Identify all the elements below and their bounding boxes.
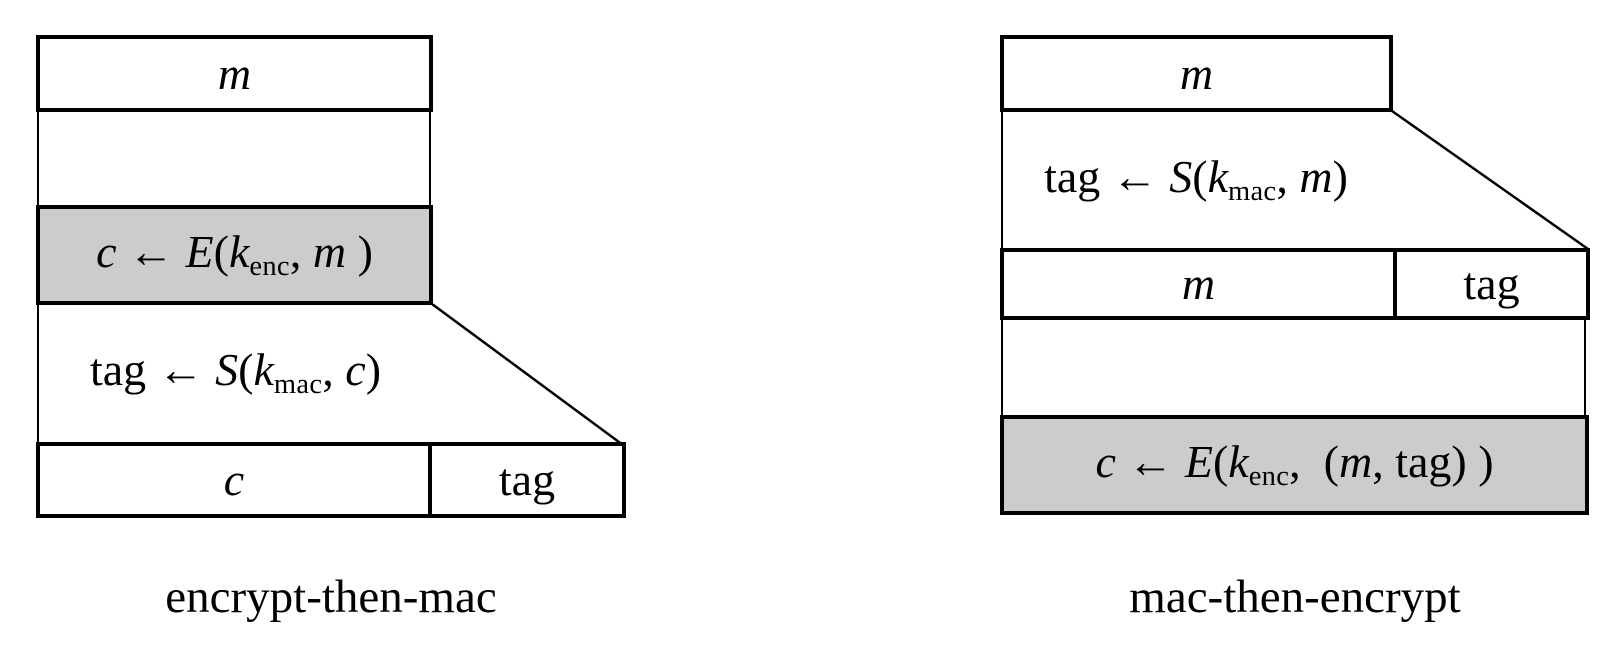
right-spacer-right-line <box>1584 318 1586 417</box>
right-row-tag-cell: tag <box>1397 252 1586 316</box>
right-row-message-label: m <box>1181 258 1216 309</box>
left-message-label: m <box>217 47 252 99</box>
right-mac-formula: tag ← S(kmac, m) <box>1044 150 1348 207</box>
left-output-row: c tag <box>36 442 626 518</box>
left-output-tag-label: tag <box>498 454 556 505</box>
left-message-box: m <box>36 35 433 112</box>
right-message-box: m <box>1000 35 1393 112</box>
left-mac-step-region: tag ← S(kmac, c) <box>38 305 433 442</box>
right-row-tag-label: tag <box>1463 258 1520 309</box>
left-spacer-left-line <box>37 110 39 207</box>
left-output-ciphertext-cell: c <box>40 446 432 514</box>
left-spacer-right-line <box>429 110 431 207</box>
left-diagram-caption: encrypt-then-mac <box>165 571 497 623</box>
right-row-message-cell: m <box>1004 252 1397 316</box>
right-mac-step-region: tag ← S(kmac, m) <box>1002 112 1390 248</box>
left-output-ciphertext-label: c <box>223 454 245 505</box>
left-encrypt-step-box: c ← E(kenc, m ) <box>36 205 433 305</box>
right-diagonal-line <box>1391 109 1589 251</box>
left-mac-formula: tag ← S(kmac, c) <box>89 344 382 401</box>
right-diagram-caption: mac-then-encrypt <box>1129 571 1461 623</box>
left-diagonal-line <box>431 302 624 447</box>
right-message-tag-row: m tag <box>1000 248 1590 320</box>
left-mac-region-left-line <box>37 303 39 444</box>
right-encrypt-step-box: c ← E(kenc, (m, tag) ) <box>1000 415 1589 515</box>
right-message-label: m <box>1179 47 1214 99</box>
right-spacer-left-line <box>1001 318 1003 417</box>
right-encrypt-formula: c ← E(kenc, (m, tag) ) <box>1095 435 1494 492</box>
right-mac-region-left-line <box>1001 110 1003 250</box>
left-output-tag-cell: tag <box>432 446 622 514</box>
left-encrypt-formula: c ← E(kenc, m ) <box>96 225 373 282</box>
